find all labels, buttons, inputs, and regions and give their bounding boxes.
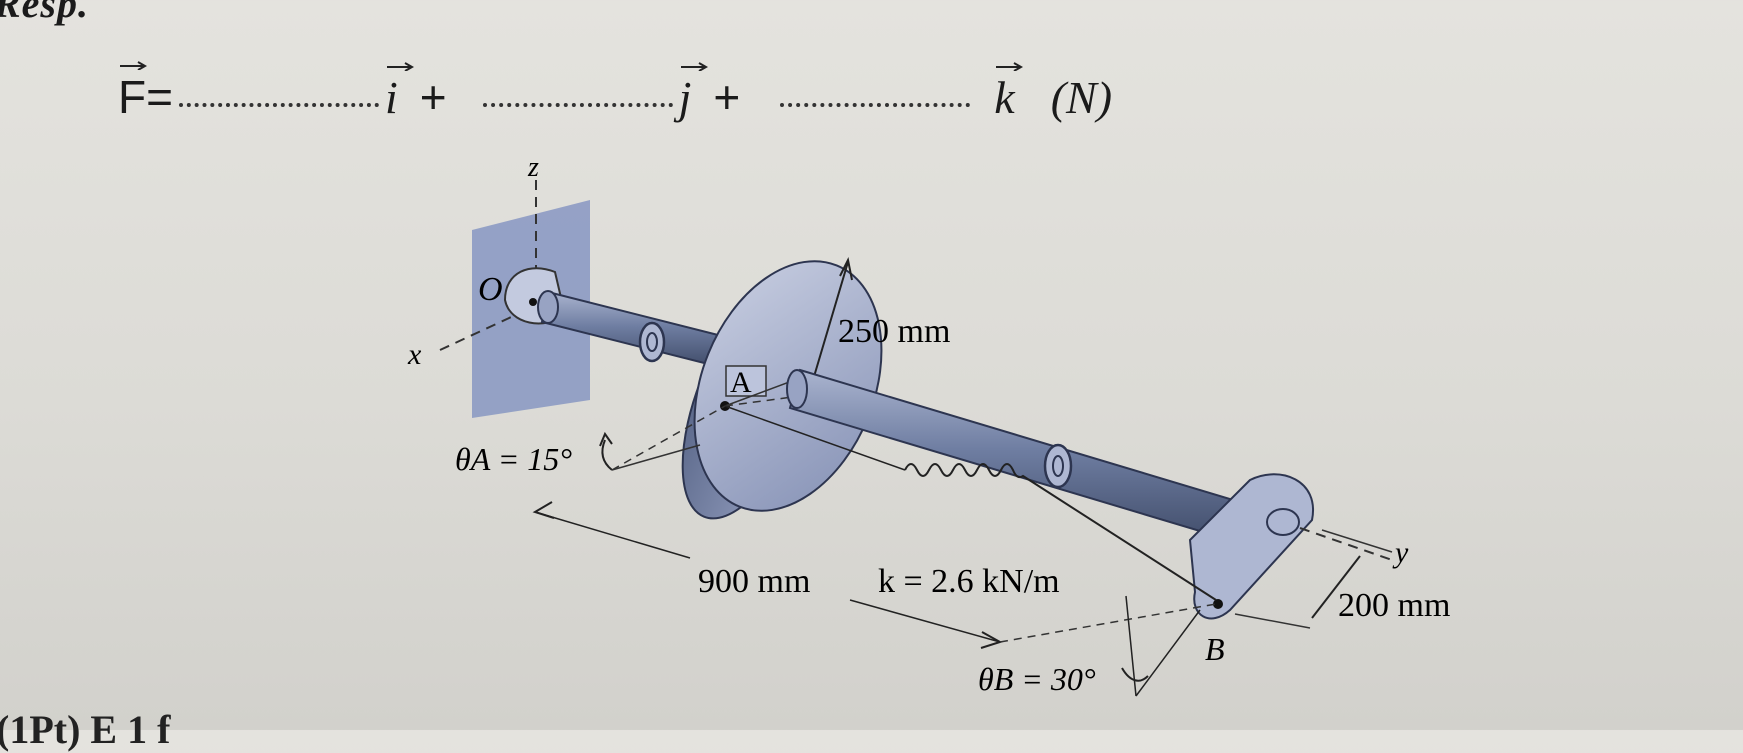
rear-shaft-end <box>537 290 559 324</box>
theta-a-label: θA = 15° <box>455 441 572 477</box>
vector-arrow-icon <box>386 62 414 71</box>
shaft-diagram: z x O 250 mm A θA = 15° B y 200 mm <box>407 152 1450 697</box>
offset-dim-bottom <box>1234 613 1311 629</box>
force-symbol: F <box>118 71 147 123</box>
length-dim-left <box>534 511 691 559</box>
j-symbol: j <box>678 72 692 123</box>
radius-label: 250 mm <box>838 313 950 350</box>
theta-b-arm <box>1135 609 1201 697</box>
z-axis-label: z <box>527 152 539 183</box>
offset-dim-line <box>1311 555 1361 619</box>
unit-label: (N) <box>1050 72 1113 123</box>
x-axis-label: x <box>407 338 422 371</box>
spring-label: k = 2.6 kN/m <box>878 563 1060 600</box>
vector-arrow-icon <box>120 61 148 70</box>
b-ref-dashed <box>999 603 1217 643</box>
crank-arm <box>1188 473 1315 620</box>
point-a-box <box>725 365 767 397</box>
front-coupling-inner <box>1052 455 1064 477</box>
k-component-blank[interactable] <box>780 103 971 107</box>
i-component-blank[interactable] <box>178 103 379 107</box>
theta-a-arrow-icon <box>599 431 613 447</box>
theta-a-dashed <box>611 405 726 471</box>
y-axis-label: y <box>1392 536 1409 569</box>
rear-coupling <box>638 321 666 363</box>
theta-a-arc <box>601 439 613 471</box>
k-unit-vector: k <box>994 62 1024 124</box>
length-label: 900 mm <box>698 563 810 600</box>
vector-arrow-icon <box>680 62 708 71</box>
length-arrow-left-icon <box>532 501 555 519</box>
y-axis-line <box>1299 527 1393 561</box>
j-component-blank[interactable] <box>482 103 673 107</box>
point-b-label: B <box>1205 631 1225 667</box>
theta-b-label: θB = 30° <box>978 661 1096 697</box>
vector-arrow-icon <box>996 62 1024 71</box>
plus-sign-2: + <box>713 71 741 123</box>
front-coupling <box>1043 443 1073 489</box>
j-unit-vector: j <box>678 62 708 124</box>
length-dim-right <box>849 599 1001 643</box>
rear-coupling-inner <box>646 332 658 352</box>
offset-dim-top <box>1321 529 1393 553</box>
crank-hub <box>1266 508 1300 536</box>
force-vector: F <box>118 61 148 124</box>
spring <box>904 463 1217 601</box>
resp-label: Resp. <box>0 0 89 26</box>
point-a-label: A <box>730 366 752 399</box>
force-equation: F = i + j + k (N) <box>118 61 1113 124</box>
i-unit-vector: i <box>384 62 414 124</box>
theta-b-arc <box>1121 667 1149 682</box>
point-o-dot <box>529 298 537 306</box>
k-symbol: k <box>994 72 1015 123</box>
radius-arrowhead-icon <box>839 256 853 281</box>
front-shaft-start <box>786 369 808 409</box>
point-b-dot <box>1213 599 1223 609</box>
equals-sign: = <box>146 71 173 123</box>
offset-label: 200 mm <box>1338 587 1450 624</box>
front-shaft <box>788 368 1262 548</box>
radius-line <box>812 261 849 381</box>
plus-sign-1: + <box>419 71 447 123</box>
point-o-label: O <box>478 271 503 308</box>
theta-a-base <box>611 444 701 471</box>
i-symbol: i <box>384 72 398 123</box>
spring-anchor-line <box>724 405 906 471</box>
